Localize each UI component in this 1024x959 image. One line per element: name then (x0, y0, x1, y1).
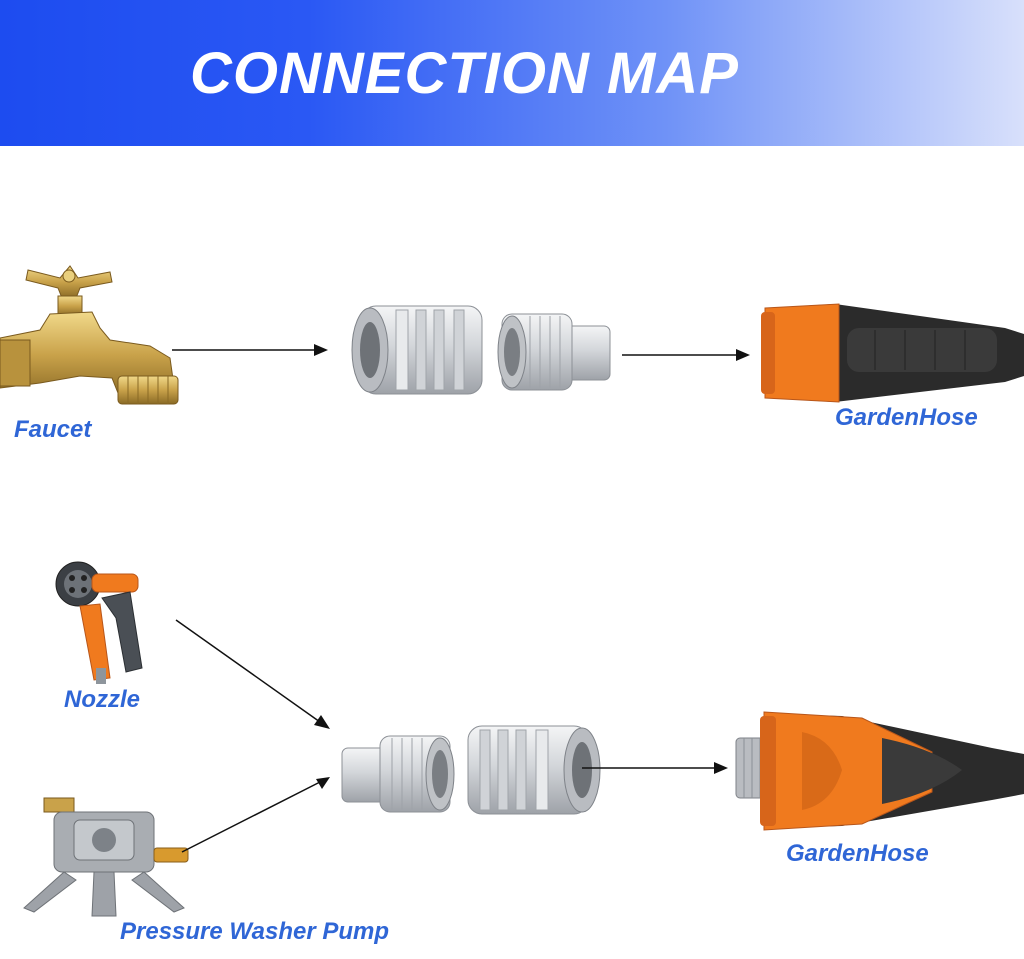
title-banner: CONNECTION MAP (0, 0, 1024, 146)
garden-hose-end-icon (732, 708, 1024, 832)
female-quick-connector-icon (464, 720, 604, 820)
arrows-icon (170, 614, 340, 854)
pressure-washer-pump-icon (14, 790, 194, 920)
faucet-label: Faucet (14, 416, 92, 443)
arrow-icon (620, 345, 752, 365)
spray-nozzle-icon (50, 558, 150, 686)
pressure-washer-pump-label: Pressure Washer Pump (120, 918, 390, 945)
male-quick-plug-icon (338, 732, 458, 816)
female-quick-connector-icon (350, 300, 490, 400)
garden-hose-end-icon (755, 298, 1024, 408)
banner-title: CONNECTION MAP (190, 41, 739, 106)
arrow-icon (170, 340, 330, 360)
male-quick-plug-icon (494, 310, 614, 394)
brass-faucet-icon (0, 258, 185, 418)
bottom-garden-hose-label: GardenHose (786, 840, 929, 867)
arrow-icon (580, 758, 730, 778)
top-garden-hose-label: GardenHose (835, 404, 978, 431)
nozzle-label: Nozzle (64, 686, 141, 713)
